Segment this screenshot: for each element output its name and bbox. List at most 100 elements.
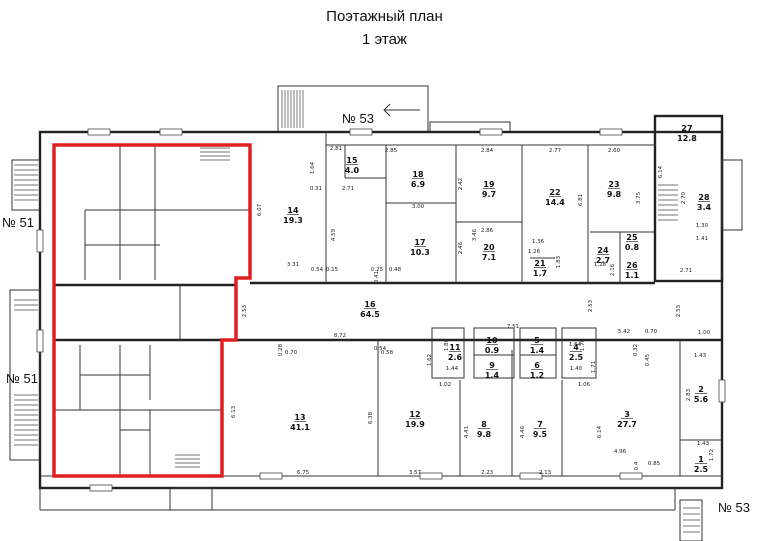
dimension-label: 6.38 [368, 411, 374, 424]
room-number: 17 [414, 238, 425, 247]
dimension-label: 1.78 [580, 338, 586, 351]
room-number: 6 [534, 361, 540, 370]
room-area: 64.5 [360, 310, 380, 319]
room-number: 14 [287, 206, 299, 215]
floor-label: 1 этаж [362, 31, 407, 48]
dimension-label: 3.46 [472, 228, 478, 241]
dimension-label: 6.14 [658, 165, 664, 178]
dimension-label: 1.43 [697, 441, 710, 447]
room-number: 18 [412, 170, 424, 179]
room-area: 7.1 [482, 253, 497, 262]
dimension-label: 1.83 [556, 255, 562, 268]
room-label: 61.2 [530, 361, 544, 380]
room-area: 27.7 [617, 420, 637, 429]
room-area: 1.4 [530, 346, 545, 355]
room-number: 2 [698, 385, 704, 394]
room-number: 20 [483, 243, 495, 252]
dimension-label: 0.85 [648, 461, 661, 467]
room-number: 12 [409, 410, 420, 419]
dimension-label: 2.13 [539, 470, 552, 476]
right-tower [653, 114, 743, 283]
room-number: 21 [534, 259, 546, 268]
room-number: 10 [486, 336, 498, 345]
dimension-label: 2.84 [481, 148, 494, 154]
dimension-label: 0.32 [633, 344, 639, 356]
room-number: 24 [597, 246, 609, 255]
room-area: 10.3 [410, 248, 430, 257]
room-number: 4 [573, 343, 579, 352]
room-label: 79.5 [533, 420, 548, 439]
dimension-label: 0.31 [310, 186, 322, 192]
room-label: 261.1 [625, 261, 640, 280]
dimension-label: 1.64 [310, 161, 316, 174]
room-area: 19.9 [405, 420, 425, 429]
dimension-label: 3.31 [287, 262, 299, 268]
dimension-label: 1.64 [569, 342, 582, 348]
dimension-label: 2.86 [481, 228, 494, 234]
room-label: 327.7 [617, 410, 637, 429]
room-area: 2.5 [569, 353, 584, 362]
room-area: 4.0 [345, 166, 360, 175]
dimension-label: 3.57 [409, 470, 422, 476]
dimension-label: 4.46 [520, 425, 526, 438]
room-number: 11 [449, 343, 461, 352]
room-number: 25 [626, 233, 638, 242]
room-number: 28 [698, 193, 710, 202]
room-number: 8 [481, 420, 487, 429]
dimension-label: 1.44 [446, 366, 459, 372]
room-number: 27 [681, 124, 692, 133]
dimension-label: 2.53 [676, 304, 682, 317]
room-number: 16 [364, 300, 376, 309]
dimension-label: 1.30 [696, 223, 709, 229]
dimension-label: 6.14 [597, 425, 603, 438]
dimension-label: 3.00 [412, 204, 425, 210]
top-entrance [277, 85, 511, 133]
dimension-label: 2.85 [385, 148, 398, 154]
room-label: 12.5 [694, 455, 709, 474]
room-label: 100.9 [485, 336, 500, 355]
room-number: 3 [624, 410, 630, 419]
room-number: 13 [294, 413, 305, 422]
dimension-label: 2.60 [608, 148, 621, 154]
room-label: 239.8 [607, 180, 622, 199]
dimension-label: 5.42 [618, 329, 630, 335]
dimension-label: 1.80 [444, 338, 450, 351]
dimension-label: 3.75 [636, 191, 642, 204]
room-number: 15 [346, 156, 358, 165]
dimension-label: 2.81 [330, 146, 342, 152]
room-label: 91.4 [485, 361, 500, 380]
room-area: 9.8 [607, 190, 622, 199]
room-area: 9.5 [533, 430, 548, 439]
room-number: 22 [549, 188, 560, 197]
dimension-label: 2.16 [610, 263, 616, 276]
highlighted-area [52, 143, 252, 478]
dimension-label: 4.59 [331, 228, 337, 241]
room-label: 25.6 [694, 385, 709, 404]
left-wing-walls [55, 145, 250, 475]
room-area: 14.4 [545, 198, 565, 207]
dimension-label: 6.13 [231, 405, 237, 418]
room-label: 250.8 [625, 233, 640, 252]
dimension-label: 0.54 [374, 346, 387, 352]
room-number: 9 [489, 361, 495, 370]
room-area: 5.6 [694, 395, 709, 404]
room-area: 1.1 [625, 271, 640, 280]
room-area: 2.5 [694, 465, 709, 474]
dimension-label: 2.71 [680, 268, 692, 274]
room-area: 2.6 [448, 353, 463, 362]
dimension-label: 0.48 [389, 267, 402, 273]
room-label: 207.1 [482, 243, 497, 262]
room-area: 41.1 [290, 423, 310, 432]
dimension-label: 1.43 [694, 353, 707, 359]
room-label: 154.0 [345, 156, 360, 175]
dimension-label: 0.58 [381, 350, 394, 356]
neighbor-label-left-lower: № 51 [6, 371, 38, 386]
dimension-label: 6.07 [257, 203, 263, 216]
room-area: 9.8 [477, 430, 492, 439]
